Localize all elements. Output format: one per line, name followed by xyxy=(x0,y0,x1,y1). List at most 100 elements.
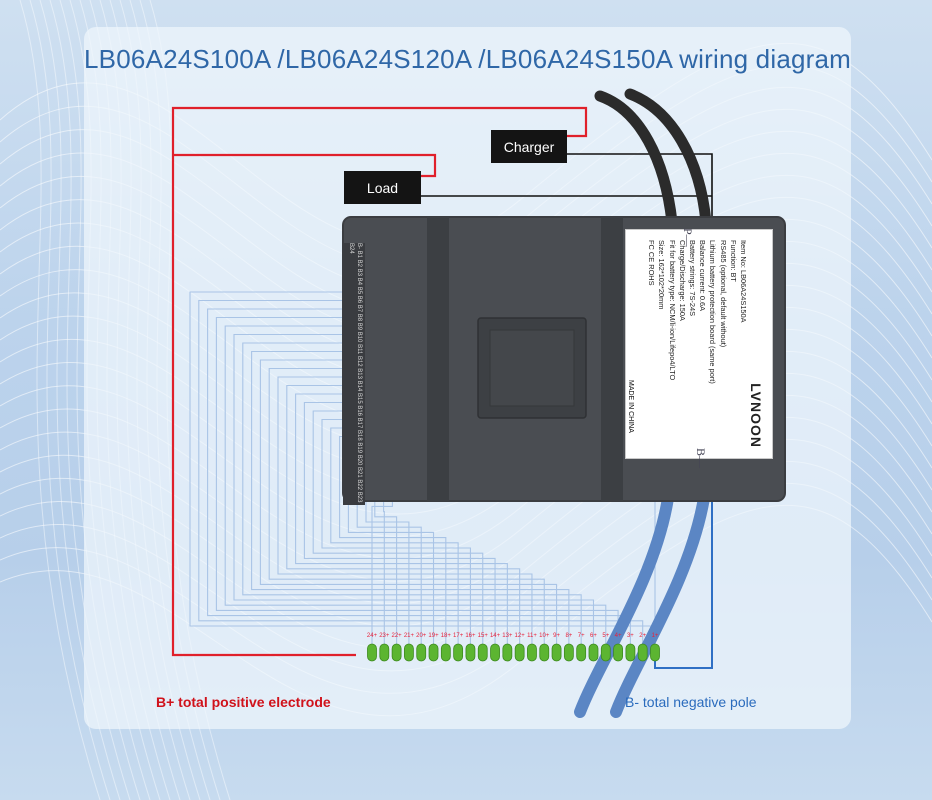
battery-cell xyxy=(440,643,451,662)
made-in: MADE IN CHINA xyxy=(627,380,634,433)
spec-line: Function: BT xyxy=(728,240,738,282)
spec-line: RS485 (optional, default without) xyxy=(718,240,728,348)
cell-label: 9+ xyxy=(553,633,560,639)
spec-line: Item No: LB06A24S150A xyxy=(739,240,748,323)
cell-label: 13+ xyxy=(502,633,513,639)
cell-label: 15+ xyxy=(477,633,488,639)
battery-cell xyxy=(527,643,537,662)
battery-cell xyxy=(625,643,636,662)
battery-cell xyxy=(588,643,599,662)
cell-label: 1+ xyxy=(651,633,659,639)
p-minus-cable xyxy=(594,90,678,228)
cell-label: 16+ xyxy=(465,633,476,639)
cell-label: 21+ xyxy=(403,633,414,639)
load-positive-wire xyxy=(173,153,437,178)
sense-wire xyxy=(251,350,570,644)
sense-wire xyxy=(277,376,533,644)
battery-cell xyxy=(428,643,439,662)
b-minus-cable xyxy=(574,492,674,718)
battery-cell xyxy=(477,643,488,662)
battery-cell xyxy=(551,643,562,662)
sense-wire xyxy=(224,325,607,644)
b-plus-wire xyxy=(171,106,588,657)
sense-wire xyxy=(303,401,496,644)
wave-line xyxy=(29,0,111,800)
charger-negative-wire xyxy=(566,153,713,220)
cell-labels: 24+23+22+21+20+19+18+17+16+15+14+13+12+1… xyxy=(366,633,660,643)
battery-cell xyxy=(416,643,427,662)
battery-cell xyxy=(514,643,525,662)
cell-label: 12+ xyxy=(514,633,525,639)
cell-label: 5+ xyxy=(602,633,610,639)
battery-cell xyxy=(600,643,611,662)
p-minus-port-label: P— xyxy=(681,228,695,247)
cell-label: 6+ xyxy=(590,633,597,639)
spec-line: Charge/Discharge: 150A xyxy=(677,240,687,321)
sense-wire xyxy=(330,427,459,644)
cell-label: 19+ xyxy=(428,633,439,639)
sense-wire xyxy=(233,333,595,644)
sense-wire xyxy=(295,393,508,644)
p-minus-cable-2 xyxy=(624,88,712,228)
sense-wire xyxy=(259,359,558,644)
cell-label: 24+ xyxy=(366,633,378,639)
sense-wire xyxy=(343,495,656,644)
cell-label: 18+ xyxy=(440,633,451,639)
cell-label: 8+ xyxy=(565,633,573,639)
sense-wire xyxy=(339,435,447,644)
battery-cell xyxy=(613,643,623,662)
spec-line: Battery strings: 7S-24S xyxy=(687,240,697,316)
load-label: Load xyxy=(344,171,421,204)
sense-pin-labels: B- B1 B2 B3 B4 B5 B6 B7 B8 B9 B10 B11 B1… xyxy=(348,243,362,503)
cell-label: 7+ xyxy=(577,633,585,639)
cell-label: 10+ xyxy=(539,633,550,639)
sense-wire xyxy=(198,299,644,644)
cell-label: 14+ xyxy=(489,633,501,639)
page-title: LB06A24S100A /LB06A24S120A /LB06A24S150A… xyxy=(84,44,852,74)
battery-cell xyxy=(367,643,377,662)
cell-label: 3+ xyxy=(626,633,634,639)
spec-line: Balance current: 0.6A xyxy=(698,240,708,312)
sense-wire xyxy=(268,367,545,644)
cell-label: 20+ xyxy=(416,633,427,639)
b-minus-cable-2 xyxy=(610,492,710,718)
wave-line xyxy=(19,0,101,800)
wave-line xyxy=(39,0,121,800)
sense-wire xyxy=(242,342,582,644)
battery-cells xyxy=(367,643,660,662)
b-minus-wire xyxy=(654,460,713,669)
battery-cell xyxy=(502,643,513,662)
battery-cell xyxy=(650,643,660,662)
cell-label: 22+ xyxy=(391,633,402,639)
spec-line: Fit for battery type: NCM/li-ion/Lifepo4… xyxy=(667,240,677,381)
sense-wire xyxy=(207,308,631,644)
battery-cell xyxy=(637,643,648,662)
brand-name: LVNOON xyxy=(748,383,764,448)
b-minus-label: B- total negative pole xyxy=(625,694,757,710)
battery-cell xyxy=(379,643,390,662)
sense-wire xyxy=(321,418,471,644)
spec-line: FC CE ROHS xyxy=(647,240,657,286)
b-minus-port-label: B— xyxy=(694,448,708,469)
battery-cell xyxy=(453,643,464,662)
battery-cell xyxy=(391,643,402,662)
battery-cell xyxy=(404,643,414,662)
b-plus-label: B+ total positive electrode xyxy=(156,694,331,710)
battery-cell xyxy=(465,643,476,662)
spec-line: Size: 162*102*20mm xyxy=(657,240,667,310)
cell-label: 17+ xyxy=(453,633,464,639)
cell-label: 4+ xyxy=(614,633,622,639)
cell-label: 23+ xyxy=(379,633,390,639)
cell-label: 2+ xyxy=(639,633,647,639)
battery-cell xyxy=(490,643,500,662)
sense-wire xyxy=(286,384,521,644)
battery-cell xyxy=(576,643,587,662)
battery-cell xyxy=(563,643,574,662)
sense-wire xyxy=(312,410,484,644)
charger-label: Charger xyxy=(491,130,567,163)
battery-cell xyxy=(539,643,550,662)
cell-label: 11+ xyxy=(527,633,537,639)
